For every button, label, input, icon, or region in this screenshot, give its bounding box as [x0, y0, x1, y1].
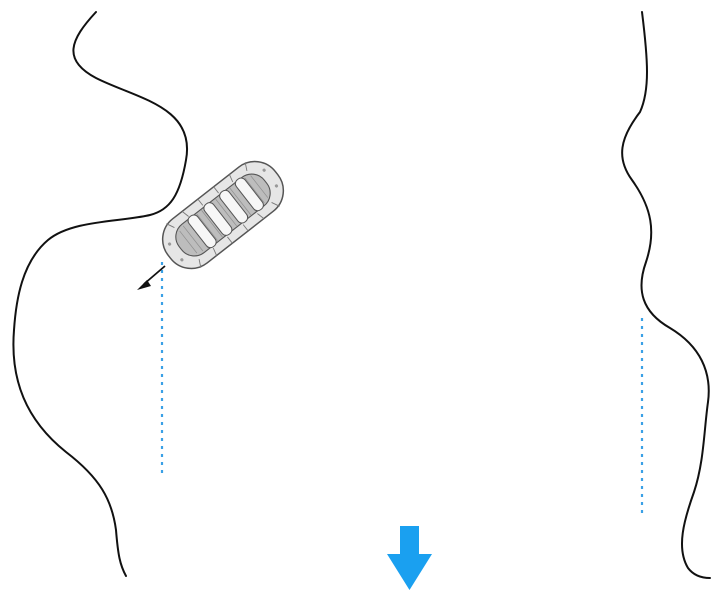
raft-icon — [152, 151, 294, 279]
flow-direction-arrow-icon — [387, 526, 432, 590]
right-river-bank — [622, 12, 710, 578]
heading-arrow-icon — [137, 266, 165, 290]
